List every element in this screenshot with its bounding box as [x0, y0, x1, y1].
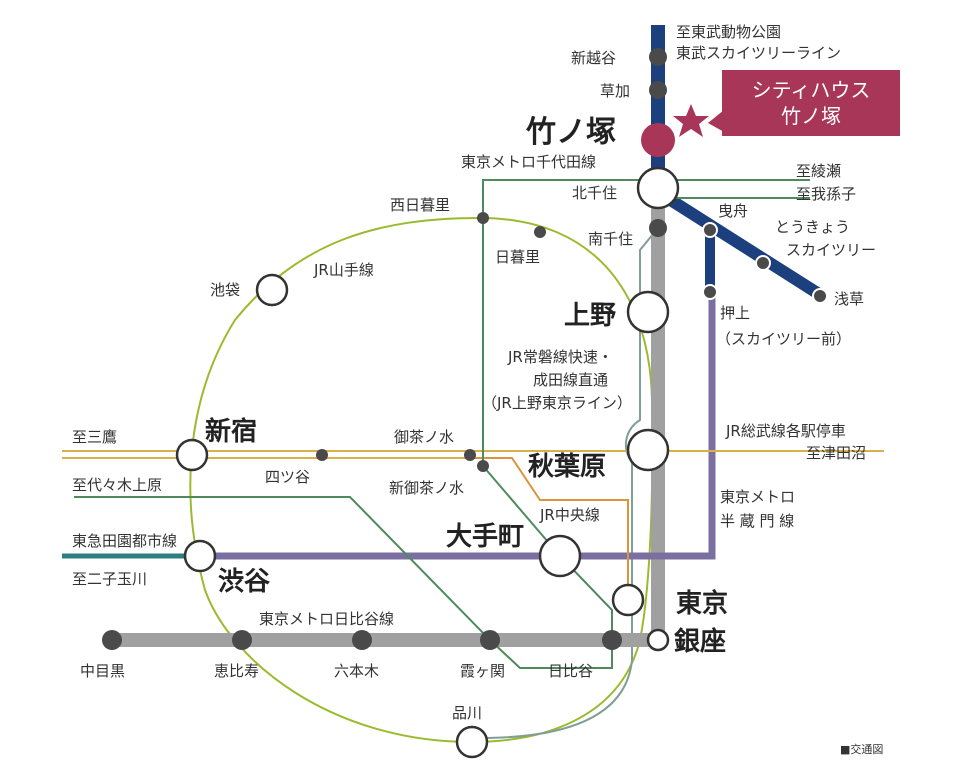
joban-line [479, 190, 659, 739]
line-label-sobu: JR総武線各駅停車 [725, 422, 846, 440]
station-ikebukuro[interactable] [255, 273, 289, 307]
station-nippori[interactable] [534, 226, 546, 238]
station-akihabara[interactable] [626, 428, 670, 472]
station-label-nishinippori: 西日暮里 [390, 196, 450, 214]
station-hikifune[interactable] [702, 222, 718, 238]
dest-tobu-zoo: 至東武動物公園 [676, 23, 781, 41]
station-label-nakameguro: 中目黒 [80, 662, 125, 680]
station-label-oshiage-1: 押上 [720, 304, 750, 322]
star-icon [673, 104, 709, 137]
hanzomon-line [200, 292, 716, 560]
station-label-shibuya: 渋谷 [218, 567, 271, 597]
station-yotsuya[interactable] [316, 449, 328, 461]
station-label-tokyo: 東京 [676, 588, 728, 619]
tobu-line-asakusa [654, 186, 826, 302]
station-label-shinagawa: 品川 [452, 704, 482, 722]
chuo-line [470, 457, 629, 600]
dest-ayase: 至綾瀬 [796, 162, 841, 180]
station-label-shinochanomizu: 新御茶ノ水 [389, 479, 464, 497]
dest-abiko: 至我孫子 [796, 185, 856, 203]
station-label-kasumigaseki: 霞ヶ関 [460, 662, 505, 680]
station-label-roppongi: 六本木 [334, 662, 379, 680]
station-kasumigaseki[interactable] [480, 630, 500, 650]
station-label-yotsuya: 四ツ谷 [265, 468, 310, 486]
station-label-ginza: 銀座 [674, 626, 726, 657]
property-callout: シティハウス 竹ノ塚 [722, 70, 900, 136]
line-label-chuo: JR中央線 [539, 506, 600, 524]
station-minamisenju[interactable] [649, 219, 667, 237]
station-label-soka: 草加 [600, 82, 630, 100]
line-label-hibiya: 東京メトロ日比谷線 [259, 610, 394, 628]
chiyoda-line-uehara [74, 496, 613, 669]
station-roppongi[interactable] [352, 630, 372, 650]
station-shinagawa[interactable] [455, 725, 489, 759]
station-label-ebisu: 恵比寿 [214, 662, 259, 680]
station-ochanomizu[interactable] [464, 449, 476, 461]
station-tokyo[interactable] [611, 583, 645, 617]
property-callout-line2: 竹ノ塚 [781, 104, 841, 128]
station-shinjuku[interactable] [175, 438, 209, 472]
station-label-ikebukuro: 池袋 [210, 281, 240, 299]
property-callout-line1: シティハウス [751, 78, 871, 102]
station-nakameguro[interactable] [102, 630, 122, 650]
line-label-joban-3: （JR上野東京ライン） [482, 394, 632, 412]
station-label-ochanomizu: 御茶ノ水 [394, 428, 454, 446]
station-label-shinjuku: 新宿 [205, 416, 257, 447]
station-label-skytree-1: とうきょう [775, 218, 850, 236]
line-label-chiyoda: 東京メトロ千代田線 [461, 153, 596, 171]
line-label-joban-1: JR常磐線快速・ [507, 348, 613, 366]
station-shinochanomizu[interactable] [477, 460, 489, 472]
station-label-oshiage-2: （スカイツリー前） [716, 330, 851, 348]
station-ginza[interactable] [646, 628, 670, 652]
station-otemachi[interactable] [538, 534, 582, 578]
station-label-asakusa: 浅草 [834, 290, 864, 308]
line-label-hanzomon-1: 東京メトロ [720, 488, 795, 506]
station-label-otemachi: 大手町 [446, 522, 524, 552]
station-label-nippori: 日暮里 [495, 248, 540, 266]
dest-futako: 至二子玉川 [72, 570, 147, 588]
station-label-hikifune: 曳舟 [718, 202, 748, 220]
station-asakusa[interactable] [812, 288, 828, 304]
line-label-tobu: 東武スカイツリーライン [676, 44, 841, 62]
dest-yoyogi-uehara: 至代々木上原 [72, 476, 162, 494]
station-hibiya[interactable] [602, 630, 622, 650]
station-skytree[interactable] [755, 255, 771, 271]
line-label-denentoshi: 東急田園都市線 [72, 532, 177, 550]
station-shibuya[interactable] [183, 539, 217, 573]
station-label-akihabara: 秋葉原 [528, 452, 606, 482]
station-ueno[interactable] [626, 290, 670, 334]
station-label-kitasenju: 北千住 [572, 184, 617, 202]
station-takenotsuka[interactable] [641, 123, 675, 157]
station-oshiage[interactable] [702, 284, 718, 300]
line-label-yamanote: JR山手線 [313, 261, 374, 279]
station-label-minamisenju: 南千住 [588, 230, 633, 248]
station-label-hibiya: 日比谷 [548, 662, 593, 680]
footer-label: ■交通図 [840, 742, 883, 756]
station-label-takenotsuka: 竹ノ塚 [526, 115, 616, 150]
station-soka[interactable] [649, 81, 667, 99]
station-label-skytree-2: スカイツリー [786, 241, 876, 259]
station-shinkoshigaya[interactable] [649, 48, 667, 66]
station-label-ueno: 上野 [564, 301, 616, 331]
line-label-hanzomon-2: 半 蔵 門 線 [720, 512, 794, 530]
station-ebisu[interactable] [232, 630, 252, 650]
station-nishinippori[interactable] [477, 212, 489, 224]
station-label-shinkoshigaya: 新越谷 [571, 49, 616, 67]
line-label-joban-2: 成田線直通 [533, 371, 608, 389]
dest-mitaka: 至三鷹 [72, 428, 117, 446]
station-kitasenju[interactable] [636, 166, 680, 210]
dest-tsudanuma: 至津田沼 [806, 444, 866, 462]
callout-pointer-icon [708, 110, 724, 132]
